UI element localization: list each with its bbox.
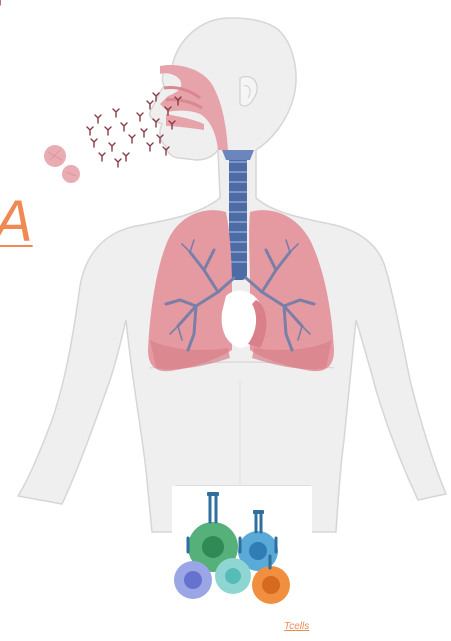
droplet-icon <box>44 145 80 183</box>
antibody-icon <box>0 0 181 167</box>
t-cell-cluster-icon <box>172 486 312 604</box>
tcells-link[interactable]: Tcells <box>284 622 309 632</box>
panel-letter-link[interactable]: A <box>0 193 33 251</box>
